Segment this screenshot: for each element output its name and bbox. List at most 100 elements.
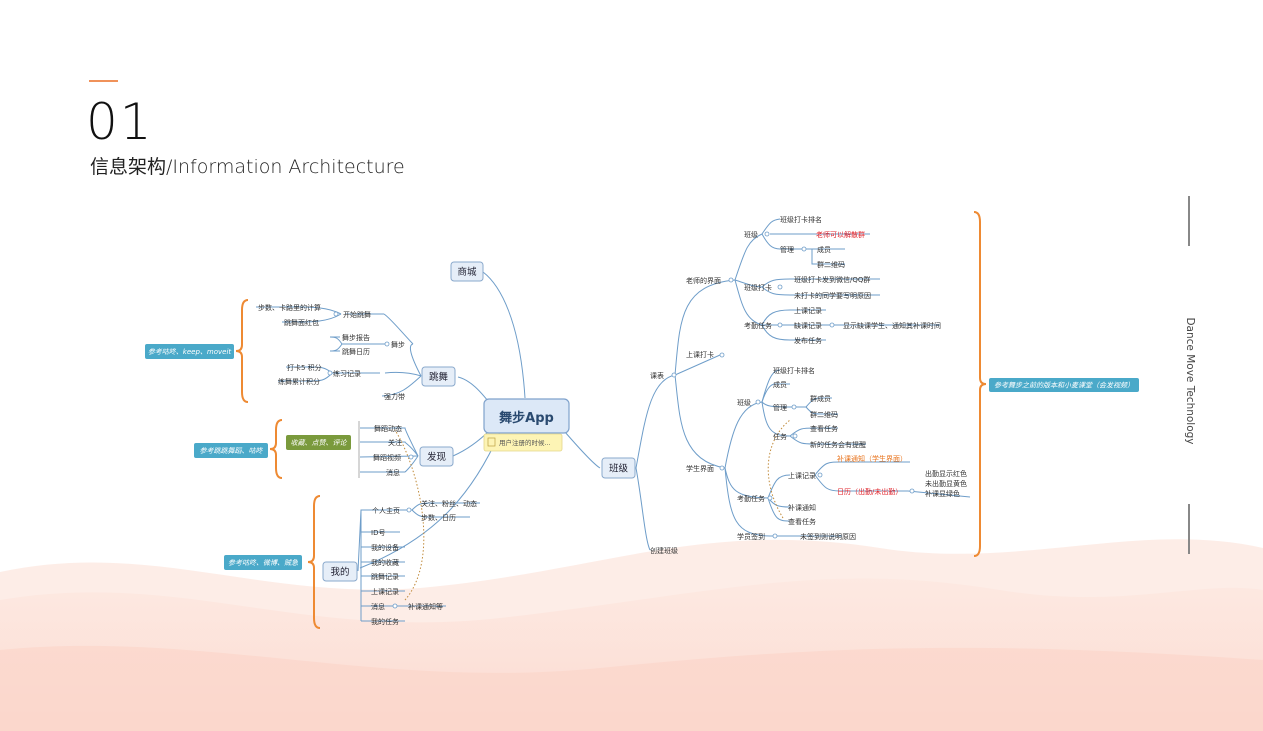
note-dance-text: 参考咕咚、keep、moveit — [148, 348, 232, 356]
node-dance[interactable] — [421, 366, 456, 387]
node-label: 舞蹈视频 — [373, 453, 401, 462]
collapse-dot[interactable] — [829, 322, 835, 328]
node-shop[interactable] — [450, 261, 484, 282]
collapse-dot[interactable] — [408, 454, 414, 460]
root-node[interactable] — [483, 398, 570, 434]
branch-line — [360, 441, 419, 457]
node-label: 任务 — [773, 432, 787, 441]
branch-line — [789, 427, 838, 437]
branch-line — [761, 324, 826, 341]
node-label: 我的收藏 — [371, 558, 399, 567]
branch-line — [761, 233, 781, 250]
side-divider-bottom — [1188, 504, 1190, 554]
node-label: 补课通知等 — [408, 602, 443, 611]
branch-line — [329, 336, 343, 345]
accent-line — [89, 80, 118, 82]
collapse-dot[interactable] — [817, 472, 823, 478]
node-label: 未出勤显黄色 — [925, 479, 967, 488]
collapse-dot[interactable] — [719, 352, 725, 358]
node-label: 管理 — [780, 245, 794, 254]
wave-front — [0, 645, 1263, 731]
collapse-dot[interactable] — [764, 231, 770, 237]
node-label: 补课通知（学生界面） — [837, 454, 907, 463]
note-mine — [224, 555, 302, 570]
collapse-dot[interactable] — [384, 341, 390, 347]
node-label: 班级 — [744, 230, 758, 239]
branch-line — [734, 233, 763, 281]
collapse-dot[interactable] — [777, 322, 783, 328]
note-discover — [194, 443, 268, 458]
node-class-label: 班级 — [609, 462, 629, 474]
collapse-dot[interactable] — [392, 603, 398, 609]
branch-line — [635, 374, 676, 469]
brace-discover-note — [269, 419, 283, 479]
branch-line — [674, 374, 726, 469]
branch-line — [724, 467, 769, 499]
collapse-dot[interactable] — [801, 246, 807, 252]
node-label: 关注、粉丝、动态 — [421, 499, 477, 508]
node-label: 发布任务 — [794, 336, 822, 345]
node-label: 考勤任务 — [744, 321, 772, 330]
collapse-dot[interactable] — [767, 495, 773, 501]
collapse-dot[interactable] — [777, 284, 783, 290]
node-label: 练习记录 — [333, 369, 361, 378]
node-dance-label: 跳舞 — [429, 371, 449, 383]
branch-line — [564, 431, 601, 469]
node-label: 班级打卡排名 — [773, 366, 815, 375]
collapse-dot[interactable] — [728, 277, 734, 283]
branch-line — [452, 429, 491, 457]
note-class-text: 参考舞步之前的版本和小麦课堂（会发视频） — [994, 382, 1134, 390]
branch-line — [359, 455, 419, 458]
node-label: 上课记录 — [794, 306, 822, 315]
node-label: 出勤显示红色 — [925, 469, 967, 478]
note-discover-text: 参考跳跳舞蹈、咕咚 — [200, 447, 264, 455]
node-mine[interactable] — [322, 561, 358, 582]
note-dance — [145, 344, 234, 359]
collapse-dot[interactable] — [406, 507, 412, 513]
branch-line — [383, 313, 414, 345]
node-label: 舞蹈动态 — [374, 424, 402, 433]
branch-line — [907, 490, 971, 498]
node-label: 补课显绿色 — [925, 489, 960, 498]
node-label: 日历（出勤/未出勤） — [837, 487, 902, 496]
node-label: 消息 — [386, 468, 400, 477]
branch-line — [734, 279, 763, 326]
node-label: 关注 — [388, 438, 402, 447]
node-label: 查看任务 — [810, 424, 838, 433]
note-class — [989, 378, 1139, 392]
node-mine-label: 我的 — [330, 566, 349, 578]
node-label: 跳舞面红包 — [284, 318, 319, 327]
collapse-dot[interactable] — [755, 399, 761, 405]
node-discover[interactable] — [419, 446, 454, 467]
collapse-dot[interactable] — [671, 372, 677, 378]
branch-line — [761, 383, 790, 403]
node-label: 显示缺课学生、通知其补课时间 — [843, 321, 941, 330]
collapse-dot[interactable] — [792, 433, 798, 439]
node-label: 老师的界面 — [686, 276, 721, 285]
note-discover-features-text: 收藏、点赞、评论 — [291, 439, 348, 447]
collapse-dot[interactable] — [327, 370, 333, 376]
branch-line — [360, 427, 419, 457]
branch-line — [814, 461, 910, 476]
note-mine-text: 参考咕咚、微博、贼急 — [228, 559, 298, 567]
collapse-dot[interactable] — [333, 311, 339, 317]
collapse-dot[interactable] — [719, 465, 725, 471]
node-label: 成员 — [817, 245, 831, 254]
branch-line — [734, 279, 763, 288]
branch-line — [767, 474, 791, 499]
node-label: 考勤任务 — [737, 494, 765, 503]
branch-line — [674, 279, 736, 376]
collapse-dot[interactable] — [909, 488, 915, 494]
collapse-dot[interactable] — [772, 533, 778, 539]
node-label: 我的任务 — [371, 617, 399, 626]
brace-dance-note — [235, 299, 249, 403]
node-label: 群二维码 — [810, 410, 838, 419]
node-class[interactable] — [601, 457, 636, 479]
section-number: 01 — [86, 93, 154, 151]
node-label: 舞步 — [391, 340, 405, 349]
node-label: 上课记录 — [788, 471, 816, 480]
node-label: 管理 — [773, 403, 787, 412]
node-label: 开始跳舞 — [343, 310, 371, 319]
collapse-dot[interactable] — [791, 404, 797, 410]
